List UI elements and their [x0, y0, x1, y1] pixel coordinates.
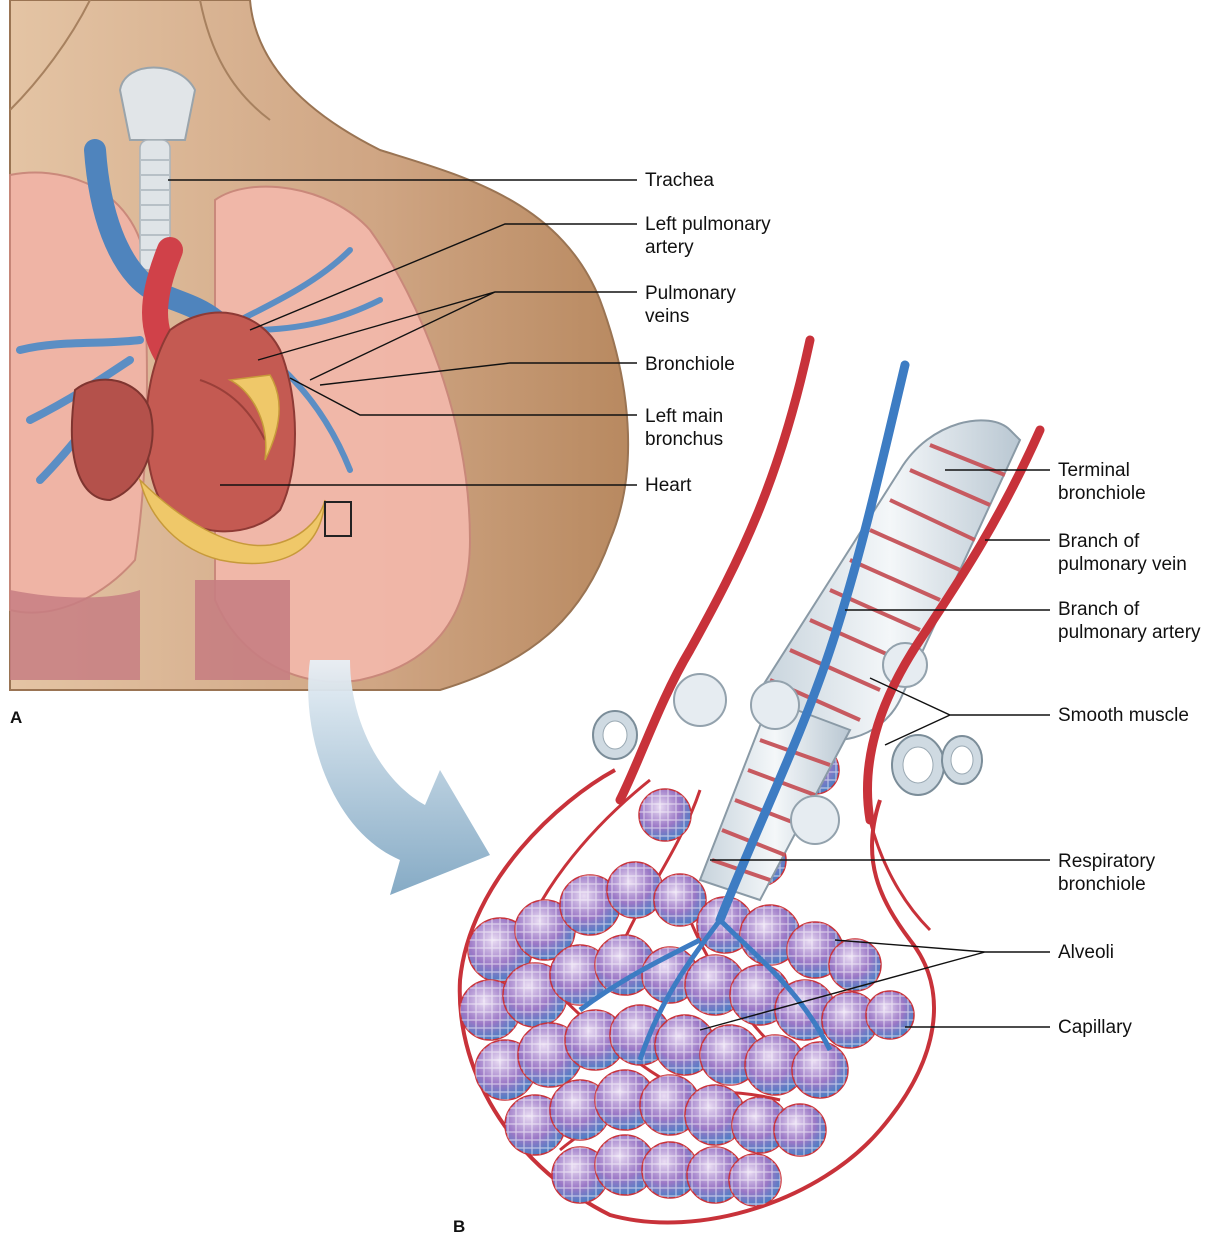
- alveolus-mesh: [792, 1042, 848, 1098]
- label-bronchiole: Bronchiole: [645, 353, 735, 376]
- alveolus-mesh: [607, 862, 663, 918]
- panel-label-a: A: [10, 708, 22, 728]
- label-alveoli: Alveoli: [1058, 941, 1114, 964]
- label-heart: Heart: [645, 474, 691, 497]
- terminal-bronchiole-tube: [700, 420, 1020, 900]
- label-smooth-muscle: Smooth muscle: [1058, 704, 1189, 727]
- alveolus-mesh: [639, 789, 691, 841]
- alveolus-mesh: [774, 1104, 826, 1156]
- label-capillary: Capillary: [1058, 1016, 1132, 1039]
- alveoli-cluster: [460, 746, 914, 1206]
- alveolus-mesh: [729, 1154, 781, 1206]
- alveolus-mesh: [866, 991, 914, 1039]
- zoom-arrow: [308, 660, 490, 895]
- label-trachea: Trachea: [645, 169, 714, 192]
- panel-label-b: B: [453, 1217, 465, 1237]
